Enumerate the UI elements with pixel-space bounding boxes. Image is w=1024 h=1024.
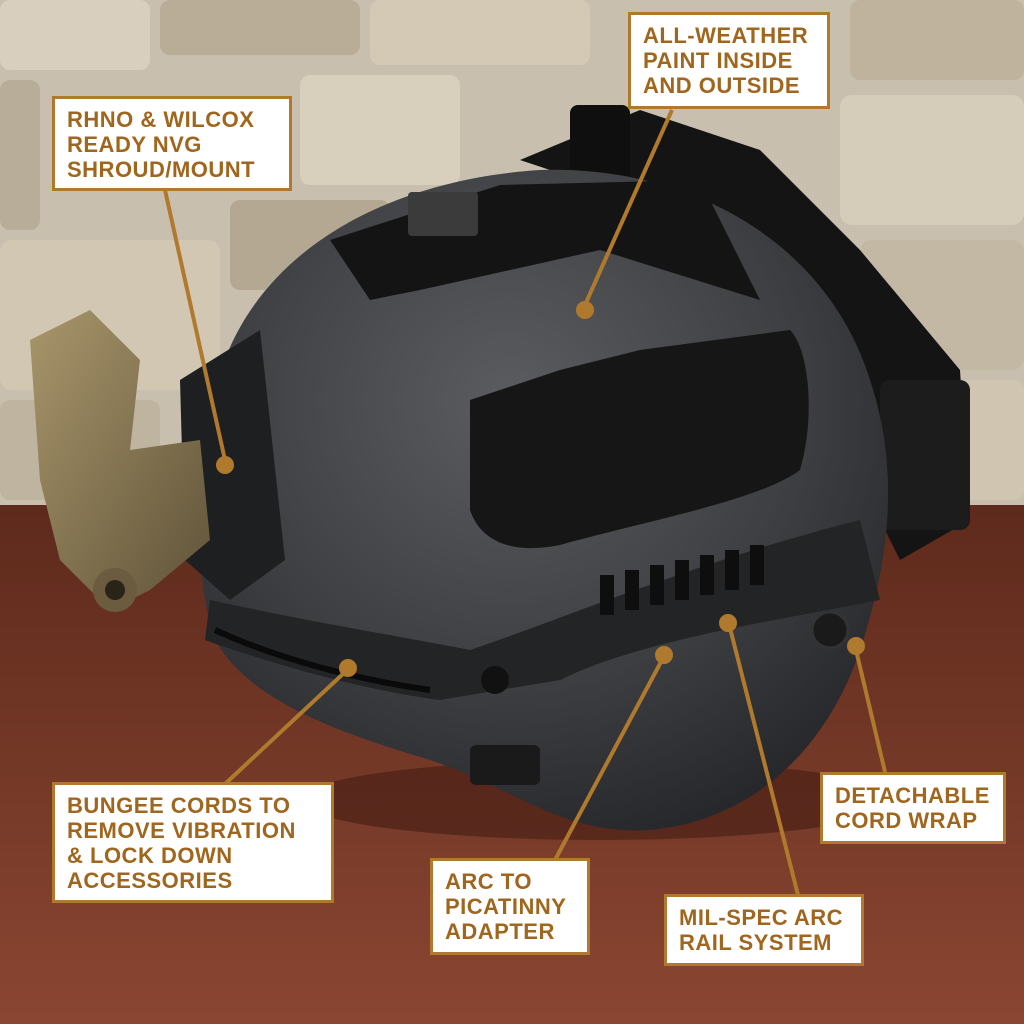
bungee-cord — [213, 627, 431, 693]
callout-arc-rail-system: MIL-SPEC ARC RAIL SYSTEM — [664, 894, 864, 966]
nvg-mount — [30, 310, 210, 612]
picatinny-rail-slots — [600, 545, 764, 615]
logo-patch — [408, 192, 478, 236]
callout-detachable-cord-wrap: DETACHABLE CORD WRAP — [820, 772, 1006, 844]
velcro-side-patch — [470, 330, 809, 549]
cord-wrap-clip — [810, 610, 850, 650]
callout-arc-picatinny-adapter: ARC TO PICATINNY ADAPTER — [430, 858, 590, 955]
callout-nvg-shroud-mount: RHNO & WILCOX READY NVG SHROUD/MOUNT — [52, 96, 292, 191]
chin-strap-buckle — [470, 745, 540, 785]
callout-bungee-cords: BUNGEE CORDS TO REMOVE VIBRATION & LOCK … — [52, 782, 334, 903]
leader-lines — [163, 109, 887, 896]
rail-screw — [481, 666, 509, 694]
callout-all-weather-paint: ALL-WEATHER PAINT INSIDE AND OUTSIDE — [628, 12, 830, 109]
